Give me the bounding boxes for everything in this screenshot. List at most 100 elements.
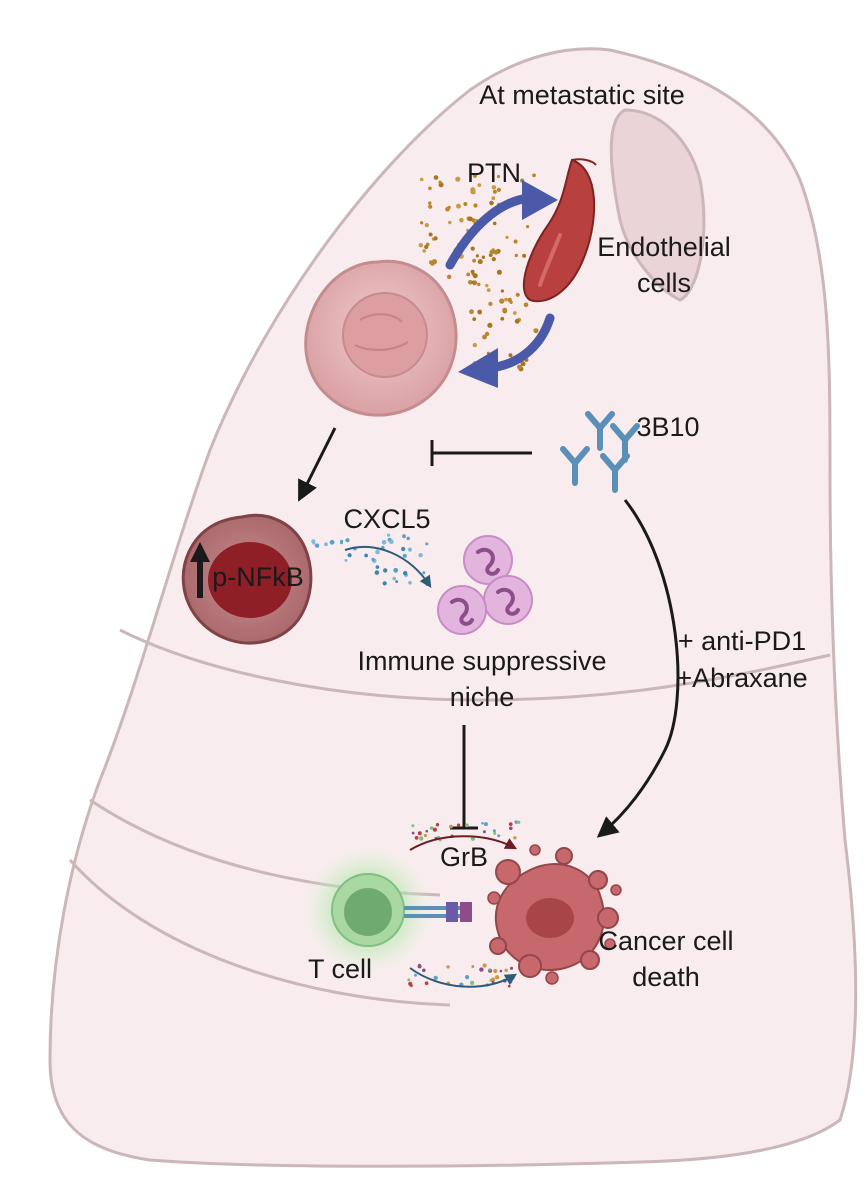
dot [375,565,380,569]
progression-arrow [298,427,337,502]
dot [471,965,475,968]
dot [402,534,406,539]
dot [344,559,348,562]
dot [517,820,521,824]
dot [491,980,495,984]
dot [512,311,517,315]
dot [491,977,496,982]
dot [411,824,415,828]
dot [446,274,452,279]
dot [482,830,486,834]
dot [509,826,513,831]
grb-label: GrB [440,842,488,872]
dot [477,183,482,188]
grb-arrow [409,835,518,851]
dot [499,298,505,304]
dot [381,540,387,545]
dot [497,834,501,838]
dot [419,221,424,225]
dot [473,203,478,208]
dot [433,175,439,180]
dot [424,223,429,228]
dot [472,273,478,279]
dot [491,196,496,201]
dot [387,533,391,537]
niche-inhibition [450,725,478,830]
dot [340,541,343,545]
dot [482,963,487,968]
dot [514,318,520,324]
dot [414,836,419,840]
dot [425,829,429,833]
cancer-death-label: Cancer cell [598,926,733,956]
dot [429,826,434,830]
dot [428,204,433,209]
dot [500,316,505,321]
dot [428,201,432,205]
dying-cancer-cell [487,844,622,985]
dot [470,836,475,841]
dot [459,217,464,223]
dot [496,174,501,179]
dot [428,232,433,237]
dot [482,334,487,340]
dot [419,836,424,841]
dot [470,246,475,251]
dot [407,547,413,552]
dot [484,822,488,827]
dot [533,328,539,334]
dot [477,282,481,287]
dot [432,827,437,832]
dot [494,975,500,980]
dot [417,964,422,969]
dot [496,269,502,275]
dot [493,968,498,974]
t-cell [300,842,436,978]
grb-dots [411,820,521,842]
dot [393,567,399,573]
dot [526,225,530,229]
dot [513,239,518,244]
dot [470,189,476,195]
dot [422,249,427,253]
dot [471,280,475,284]
dot [472,342,477,348]
dot [517,364,522,370]
dot [504,968,508,972]
t-cell-label: T cell [308,954,372,984]
combo-label: + anti-PD1 [678,626,806,656]
dot [311,539,316,544]
dot [488,301,493,306]
tcr-receptor [404,902,472,922]
site-label: At metastatic site [479,80,685,110]
dot [472,258,476,263]
dot [433,975,438,981]
dot [492,221,497,226]
dot [395,580,399,583]
ptn-blue-arrows [445,180,558,388]
dot [477,259,483,265]
dot [484,331,490,337]
nfkb-up-arrow [190,542,210,598]
dot [522,253,527,258]
dot [493,249,499,255]
dot [467,216,473,222]
dot [465,975,470,980]
dot [507,297,512,303]
dot [472,317,477,321]
dot [485,283,489,288]
dot [364,553,368,558]
dot [508,822,513,826]
dot [523,302,529,308]
dot [411,831,415,835]
dot [468,280,473,285]
dot [389,539,394,544]
dot [446,965,450,969]
dot [435,823,440,827]
dot [375,549,380,555]
dot [491,185,497,190]
dot [504,297,508,302]
dot [324,542,328,547]
dot [488,968,492,972]
dot [414,973,417,977]
